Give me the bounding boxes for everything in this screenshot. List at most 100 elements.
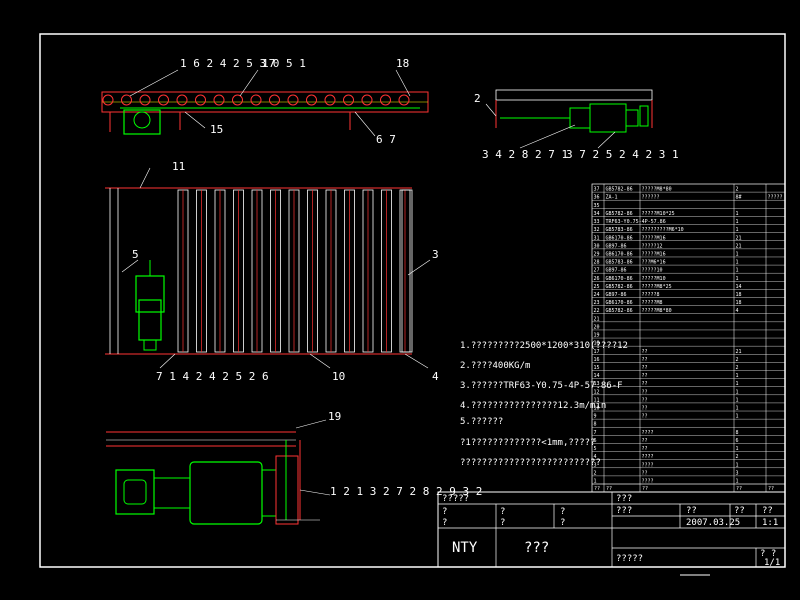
detail-view bbox=[106, 419, 331, 525]
bom-cell: 19 bbox=[594, 333, 600, 339]
bom-cell: 13 bbox=[594, 381, 600, 387]
roller-circle bbox=[139, 94, 151, 106]
sheet-label: ? ? bbox=[760, 549, 776, 559]
bom-cell: GB6170-86 bbox=[606, 276, 633, 282]
bom-cell: 7 bbox=[594, 430, 597, 436]
bom-cell: 1 bbox=[736, 414, 739, 420]
bom-cell: 2 bbox=[736, 365, 739, 371]
bom-cell: 21 bbox=[736, 349, 742, 355]
company-name: NTY bbox=[452, 540, 478, 556]
bom-cell: ?? bbox=[642, 365, 648, 371]
note-line: 5.?????? bbox=[460, 417, 503, 427]
title-block-bottom: ????? bbox=[616, 554, 643, 564]
bom-header-cell: ?? bbox=[768, 486, 774, 492]
bom-cell: 1 bbox=[736, 381, 739, 387]
technical-notes: 1.?????????2500*1200*310(????12 2.????40… bbox=[460, 341, 628, 468]
bom-cell: 3 bbox=[736, 470, 739, 476]
bom-cell: 1 bbox=[736, 268, 739, 274]
bom-cell: 6 bbox=[736, 438, 739, 444]
bom-cell: 1 bbox=[736, 373, 739, 379]
bom-cell: 6 bbox=[594, 438, 597, 444]
bom-cell: ?? bbox=[642, 438, 648, 444]
bom-cell: 2 bbox=[736, 187, 739, 193]
bom-cell: 8 bbox=[594, 422, 597, 428]
bom-cell: ?????M8*80 bbox=[642, 187, 672, 193]
bom-cell: GB5783-86 bbox=[606, 260, 633, 266]
bom-cell: 10 bbox=[594, 406, 600, 412]
title-block-cell: ? bbox=[500, 518, 505, 528]
bom-cell: ?? bbox=[642, 381, 648, 387]
bom-cell: 23 bbox=[594, 300, 600, 306]
roller-circle bbox=[250, 94, 262, 106]
callout-detail-bottom: 1 2 1 3 2 7 2 8 2 9 3 2 bbox=[330, 485, 482, 498]
callout-19: 19 bbox=[328, 410, 341, 423]
bom-cell: ?? bbox=[642, 414, 648, 420]
bom-cell: 21 bbox=[736, 235, 742, 241]
callout-4: 4 bbox=[432, 370, 439, 383]
bom-cell: 1 bbox=[736, 397, 739, 403]
bom-cell: 14 bbox=[736, 284, 742, 290]
side-end-view bbox=[485, 89, 653, 149]
bom-cell: ????? bbox=[768, 195, 783, 201]
bom-cell: 1 bbox=[736, 251, 739, 257]
bom-cell: GB97-86 bbox=[606, 268, 627, 274]
bom-cell: 31 bbox=[594, 235, 600, 241]
bom-cell: ?????????M6*10 bbox=[642, 227, 684, 233]
bom-header-cell: ?? bbox=[594, 486, 600, 492]
bom-cell: 24 bbox=[594, 292, 600, 298]
bom-cell: ?????? bbox=[642, 195, 660, 201]
bom-cell: 12 bbox=[594, 389, 600, 395]
bom-cell: ???M6*16 bbox=[642, 260, 666, 266]
callout-11: 11 bbox=[172, 160, 185, 173]
bom-cell: 36 bbox=[594, 195, 600, 201]
bom-cell: 4 bbox=[736, 308, 739, 314]
note-line: ?????????????????????????? bbox=[460, 458, 601, 468]
bom-cell: 18 bbox=[736, 292, 742, 298]
roller-circle bbox=[380, 94, 391, 106]
title-block-right-header: ??? bbox=[616, 494, 632, 504]
title-block-qty-label: ?? bbox=[734, 506, 745, 516]
roller-circle bbox=[287, 94, 299, 106]
bom-cell: ?????8 bbox=[642, 292, 660, 298]
top-elevation-view bbox=[101, 69, 429, 137]
callout-5: 5 bbox=[132, 248, 139, 261]
bom-cell: 14 bbox=[594, 373, 600, 379]
bom-cell: 9 bbox=[594, 414, 597, 420]
bom-cell: ?? bbox=[642, 446, 648, 452]
bom-cell: ?? bbox=[642, 406, 648, 412]
bom-cell: ???? bbox=[642, 430, 654, 436]
title-block-scale: 1:1 bbox=[762, 518, 778, 528]
bom-cell: 18 bbox=[594, 341, 600, 347]
title-block-cell: ? bbox=[500, 507, 505, 517]
bom-cell: 18 bbox=[736, 300, 742, 306]
roller-circle bbox=[195, 94, 206, 106]
callout-side-2: 2 bbox=[474, 92, 481, 105]
bom-cell: 4 bbox=[594, 454, 597, 460]
bom-cell: GB5782-86 bbox=[606, 211, 633, 217]
note-line: ?1?????????????<1mm,????? bbox=[460, 438, 595, 448]
callout-plan-bottom: 7 1 4 2 4 2 5 2 6 bbox=[156, 370, 269, 383]
plan-roller-array bbox=[177, 189, 413, 353]
bom-cell: 3 bbox=[594, 462, 597, 468]
bom-cell: 20 bbox=[594, 324, 600, 330]
bom-cell: 1 bbox=[736, 276, 739, 282]
callout-10: 10 bbox=[332, 370, 345, 383]
title-block-weight-label: ?? bbox=[686, 506, 697, 516]
bom-cell: 8# bbox=[736, 195, 742, 201]
bom-cell: 5 bbox=[594, 446, 597, 452]
title-block-material: ??? bbox=[616, 506, 632, 516]
drawing-name: ??? bbox=[524, 540, 549, 556]
note-line: 4.????????????????12.3m/min bbox=[460, 401, 606, 411]
bom-cell: 34 bbox=[594, 211, 600, 217]
callout-15: 15 bbox=[210, 123, 223, 136]
bom-header-cell: ?? bbox=[606, 486, 612, 492]
bom-cell: 1 bbox=[736, 406, 739, 412]
bom-cell: 26 bbox=[594, 276, 600, 282]
bom-cell: 21 bbox=[736, 243, 742, 249]
bom-cell: ?? bbox=[642, 397, 648, 403]
note-line: 3.??????TRF63-Y0.75-4P-57.86-F bbox=[460, 381, 623, 391]
bom-cell: 1 bbox=[736, 479, 739, 485]
callout-side-left: 3 4 2 8 2 7 1 bbox=[482, 148, 568, 161]
plan-end-rail bbox=[401, 189, 413, 353]
